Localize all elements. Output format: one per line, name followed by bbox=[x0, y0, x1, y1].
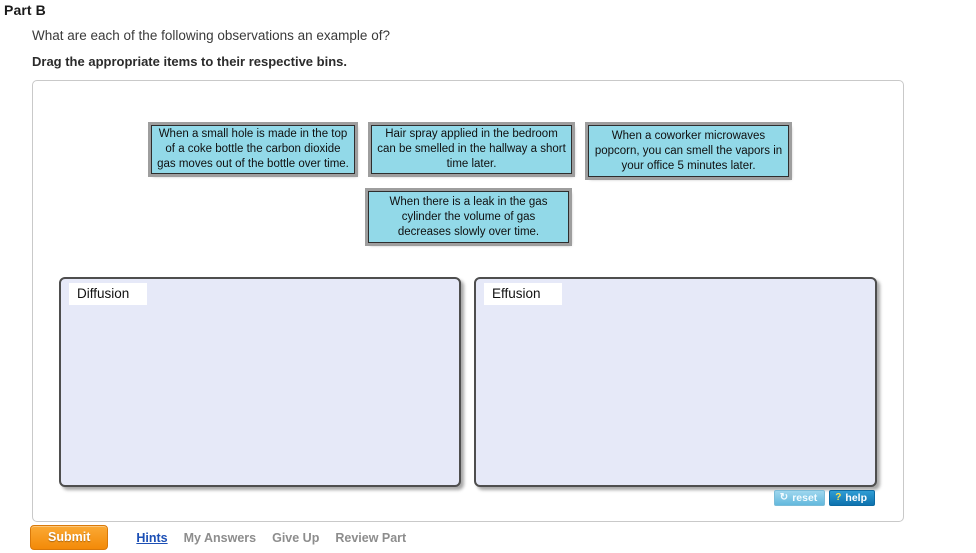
help-button-label: help bbox=[845, 491, 867, 504]
help-button[interactable]: ? help bbox=[829, 490, 875, 506]
draggable-tile-label: Hair spray applied in the bedroom can be… bbox=[377, 128, 566, 170]
draggable-tile-label: When a small hole is made in the top of … bbox=[157, 128, 349, 170]
reset-button[interactable]: ↻ reset bbox=[773, 490, 826, 506]
reset-button-label: reset bbox=[792, 491, 818, 504]
bin-tool-buttons: ↻ reset ? help bbox=[773, 490, 875, 506]
draggable-tile-popcorn[interactable]: When a coworker microwaves popcorn, you … bbox=[585, 122, 792, 180]
submit-button[interactable]: Submit bbox=[30, 525, 109, 550]
activity-panel: When a small hole is made in the top of … bbox=[32, 80, 904, 522]
page-title: Part B bbox=[4, 2, 46, 18]
drag-instruction: Drag the appropriate items to their resp… bbox=[32, 54, 347, 69]
give-up-link[interactable]: Give Up bbox=[272, 530, 320, 545]
question-prompt: What are each of the following observati… bbox=[32, 28, 390, 43]
question-mark-icon: ? bbox=[835, 491, 842, 503]
reset-icon: ↻ bbox=[779, 491, 789, 503]
review-part-link[interactable]: Review Part bbox=[335, 530, 407, 545]
draggable-tile-label: When there is a leak in the gas cylinder… bbox=[389, 195, 548, 238]
drop-bin-label: Effusion bbox=[484, 283, 562, 305]
draggable-tile-coke-bottle[interactable]: When a small hole is made in the top of … bbox=[148, 122, 358, 177]
action-bar: Submit Hints My Answers Give Up Review P… bbox=[30, 525, 406, 550]
drop-bin-label: Diffusion bbox=[69, 283, 147, 305]
drop-bin-diffusion[interactable]: Diffusion bbox=[59, 277, 461, 487]
draggable-tile-hair-spray[interactable]: Hair spray applied in the bedroom can be… bbox=[368, 122, 575, 177]
draggable-tile-gas-cylinder[interactable]: When there is a leak in the gas cylinder… bbox=[365, 188, 572, 246]
draggable-tile-label: When a coworker microwaves popcorn, you … bbox=[594, 129, 783, 172]
drop-bin-effusion[interactable]: Effusion bbox=[474, 277, 877, 487]
hints-link[interactable]: Hints bbox=[136, 530, 168, 545]
my-answers-link[interactable]: My Answers bbox=[183, 530, 257, 545]
